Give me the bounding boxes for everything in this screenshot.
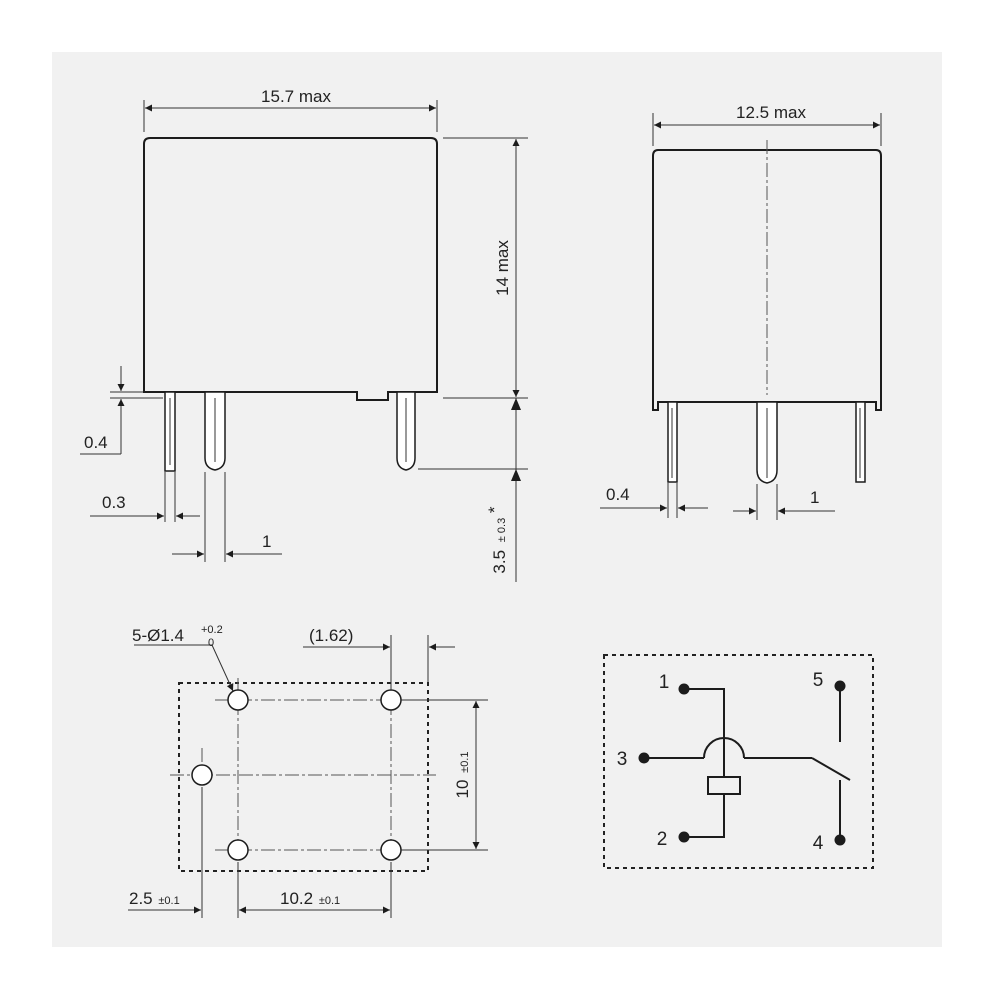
footprint-v-label-group: 10 ±0.1 <box>453 752 472 799</box>
schematic-pin-label-4: 4 <box>813 833 824 854</box>
front-pinlen-arrow-bottom <box>511 469 521 481</box>
front-offset-label: 0.4 <box>84 433 108 452</box>
schematic-pin-2-dot <box>678 831 690 843</box>
schematic-pin-label-2: 2 <box>657 829 668 850</box>
footprint-102-label: 10.2 <box>280 889 313 908</box>
front-width-label: 15.7 max <box>261 87 331 106</box>
schematic-switch-arm <box>811 757 851 781</box>
footprint-hole-tol-upper: +0.2 <box>201 624 223 636</box>
footprint-162-label: (1.62) <box>309 626 353 645</box>
side-pw-label: 1 <box>810 488 819 507</box>
front-pinlen-label: 3.5 <box>490 550 509 574</box>
footprint-hole-2 <box>227 839 249 861</box>
schematic-pin-label-5: 5 <box>813 670 824 691</box>
footprint-hole-5 <box>380 689 402 711</box>
footprint-hole-leader <box>211 644 234 692</box>
footprint-hole-label: 5-Ø1.4 <box>132 626 184 645</box>
footprint-25-label: 2.5 <box>129 889 153 908</box>
schematic-pin-5-dot <box>834 680 846 692</box>
svg-text:3.5 ± 0.3: 3.5 ± 0.3 * <box>485 506 509 574</box>
front-body-outline <box>143 137 438 401</box>
footprint-25-tol: ±0.1 <box>158 895 179 907</box>
front-thk-label: 0.3 <box>102 493 126 512</box>
footprint-v-tol: ±0.1 <box>459 752 471 773</box>
schematic-outline <box>603 654 874 869</box>
schematic-pin-4-dot <box>834 834 846 846</box>
footprint-hole-3 <box>191 764 213 786</box>
front-pinlen-tolerance: ± 0.3 <box>496 518 508 542</box>
footprint-102-tol: ±0.1 <box>319 895 340 907</box>
front-view: 15.7 max 14 max 3.5 ± 0.3 * <box>80 87 528 582</box>
svg-text:2.5 ±0.1: 2.5 ±0.1 <box>129 889 180 908</box>
drawing-background <box>52 52 942 947</box>
front-pinlen-note: * <box>485 506 504 513</box>
footprint-hole-1 <box>227 689 249 711</box>
front-pinlen-arrow-top <box>511 398 521 410</box>
schematic-pin-label-3: 3 <box>617 749 628 770</box>
side-view: 12.5 max 0.4 1 <box>600 103 882 520</box>
schematic-wire-pin2 <box>684 795 725 838</box>
front-pinlen-label-group: 3.5 ± 0.3 * <box>485 506 509 574</box>
footprint-outline <box>178 682 429 872</box>
side-body-outline <box>652 149 882 411</box>
svg-text:10 ±0.1: 10 ±0.1 <box>453 752 472 799</box>
schematic-coil-body <box>707 776 741 795</box>
footprint-hole-tol-lower: 0 <box>208 637 214 649</box>
schematic-wire-pin1 <box>684 688 725 738</box>
side-width-label: 12.5 max <box>736 103 806 122</box>
schematic-pin-1-dot <box>678 683 690 695</box>
front-height-label: 14 max <box>493 240 512 296</box>
svg-text:10.2 ±0.1: 10.2 ±0.1 <box>280 889 340 908</box>
footprint-v-label: 10 <box>453 780 472 799</box>
footprint-view: 5-Ø1.4 +0.2 0 (1.62) 10 ±0.1 <box>128 624 488 918</box>
schematic-view: 1 2 3 4 5 <box>603 654 874 869</box>
schematic-pin-label-1: 1 <box>659 672 670 693</box>
footprint-hole-4 <box>380 839 402 861</box>
schematic-pin-3-dot <box>638 752 650 764</box>
side-thk-label: 0.4 <box>606 485 630 504</box>
front-pw-label: 1 <box>262 532 271 551</box>
